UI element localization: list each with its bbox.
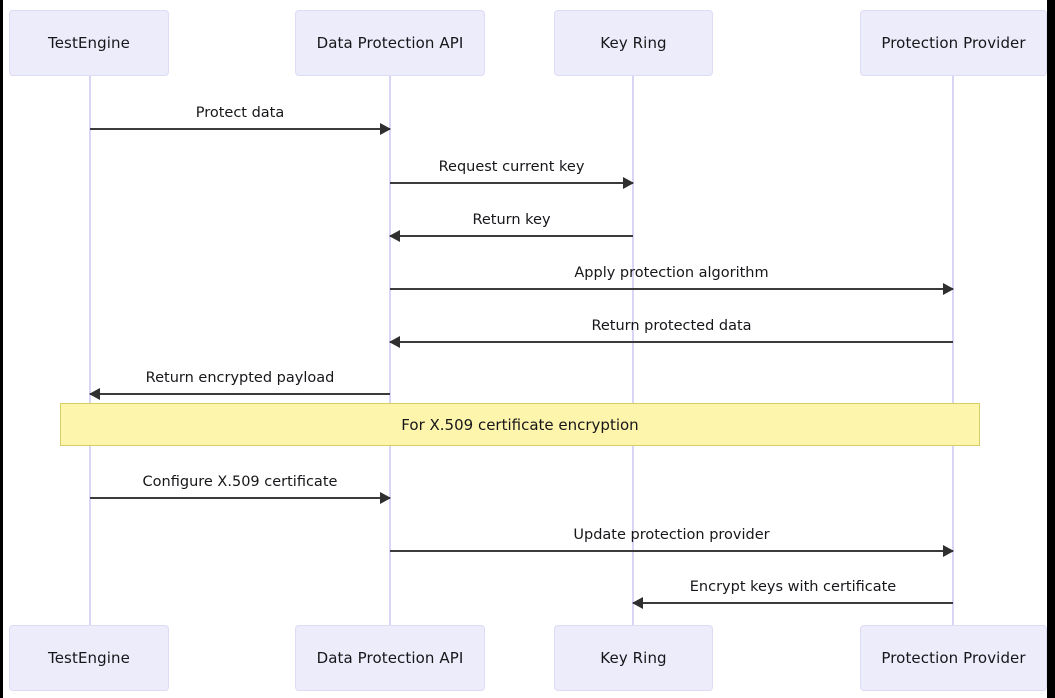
lifeline-dataprotectionapi (389, 76, 391, 625)
note-label: For X.509 certificate encryption (401, 415, 639, 434)
participant-label: TestEngine (48, 649, 130, 667)
participant-box-testengine-top[interactable]: TestEngine (9, 10, 169, 76)
arrowhead-right-icon (623, 177, 634, 189)
message-line (390, 288, 953, 290)
message-m8: Update protection provider (390, 527, 954, 557)
participant-box-keyring-bottom[interactable]: Key Ring (554, 625, 713, 691)
message-line (90, 393, 390, 395)
message-label: Configure X.509 certificate (142, 474, 338, 490)
message-m2: Request current key (390, 159, 634, 189)
participant-box-dataprotectionapi-top[interactable]: Data Protection API (295, 10, 485, 76)
message-label: Encrypt keys with certificate (689, 579, 897, 595)
note-n1: For X.509 certificate encryption (60, 403, 980, 446)
participant-box-keyring-top[interactable]: Key Ring (554, 10, 713, 76)
participant-label: Data Protection API (316, 34, 464, 52)
participant-label: Data Protection API (316, 649, 464, 667)
message-label: Return protected data (591, 318, 752, 334)
message-m3: Return key (389, 212, 633, 242)
message-line (633, 602, 953, 604)
participant-label: Key Ring (600, 649, 667, 667)
message-label: Protect data (195, 105, 285, 121)
participant-box-dataprotectionapi-bottom[interactable]: Data Protection API (295, 625, 485, 691)
message-line (390, 182, 633, 184)
message-m7: Configure X.509 certificate (90, 474, 391, 504)
message-line (90, 497, 390, 499)
message-label: Request current key (438, 159, 585, 175)
participant-label: TestEngine (48, 34, 130, 52)
participant-box-testengine-bottom[interactable]: TestEngine (9, 625, 169, 691)
message-label: Return key (472, 212, 551, 228)
arrowhead-left-icon (632, 597, 643, 609)
arrowhead-left-icon (389, 336, 400, 348)
participant-box-protectionprovider-top[interactable]: Protection Provider (860, 10, 1047, 76)
arrowhead-left-icon (89, 388, 100, 400)
arrowhead-right-icon (380, 123, 391, 135)
message-line (390, 550, 953, 552)
message-line (90, 128, 390, 130)
arrowhead-right-icon (943, 545, 954, 557)
message-m6: Return encrypted payload (89, 370, 390, 400)
message-label: Update protection provider (573, 527, 770, 543)
arrowhead-left-icon (389, 230, 400, 242)
arrowhead-right-icon (943, 283, 954, 295)
participant-label: Key Ring (600, 34, 667, 52)
lifeline-testengine (89, 76, 91, 625)
message-label: Return encrypted payload (145, 370, 335, 386)
message-m1: Protect data (90, 105, 391, 135)
message-label: Apply protection algorithm (574, 265, 769, 281)
participant-label: Protection Provider (881, 649, 1026, 667)
message-line (390, 235, 633, 237)
lifeline-keyring (632, 76, 634, 625)
participant-box-protectionprovider-bottom[interactable]: Protection Provider (860, 625, 1047, 691)
message-line (390, 341, 953, 343)
message-m9: Encrypt keys with certificate (632, 579, 953, 609)
arrowhead-right-icon (380, 492, 391, 504)
message-m5: Return protected data (389, 318, 953, 348)
participant-label: Protection Provider (881, 34, 1026, 52)
lifeline-protectionprovider (952, 76, 954, 625)
message-m4: Apply protection algorithm (390, 265, 954, 295)
